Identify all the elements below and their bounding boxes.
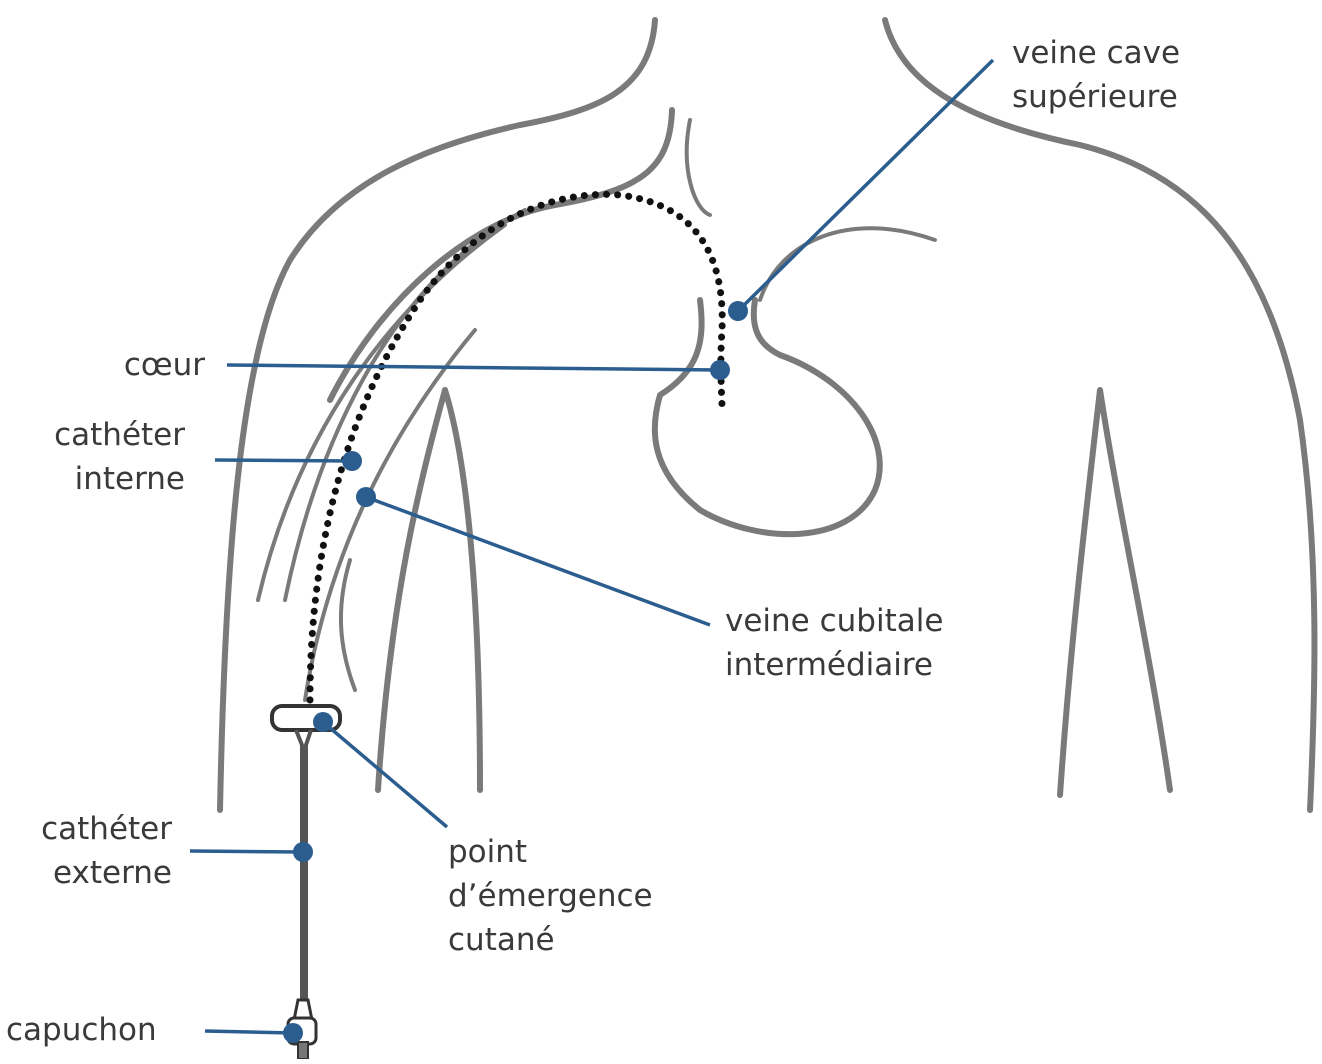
- marker-catheter-interne: [342, 451, 362, 471]
- leader-coeur: [227, 365, 720, 370]
- left-torso-line: [445, 390, 480, 790]
- marker-coeur: [710, 360, 730, 380]
- label-veine-cave: veine cave supérieure: [1012, 31, 1180, 119]
- leader-veine-cave: [738, 60, 993, 311]
- neck-left-outline: [330, 110, 672, 400]
- external-catheter-device: [272, 706, 340, 1059]
- leader-veine-cubitale: [366, 497, 710, 625]
- label-catheter-interne-line-1: cathéter: [10, 413, 185, 457]
- left-arm-inner-outline: [378, 390, 445, 790]
- label-point-emergence: point d’émergence cutané: [448, 830, 653, 962]
- label-veine-cubitale: veine cubitale intermédiaire: [725, 599, 943, 687]
- label-catheter-externe-line-1: cathéter: [0, 807, 172, 851]
- label-catheter-externe-line-2: externe: [0, 851, 172, 895]
- label-catheter-interne: cathéter interne: [10, 413, 185, 501]
- arm-vein-line-4: [341, 560, 355, 690]
- right-torso-line: [1060, 390, 1170, 795]
- label-coeur: cœur: [60, 343, 205, 387]
- label-capuchon-text: capuchon: [6, 1008, 157, 1052]
- leader-capuchon: [205, 1031, 293, 1033]
- label-point-emergence-line-1: point: [448, 830, 653, 874]
- neck-tendon: [687, 120, 710, 215]
- label-coeur-text: cœur: [60, 343, 205, 387]
- marker-capuchon: [283, 1023, 303, 1043]
- label-catheter-externe: cathéter externe: [0, 807, 172, 895]
- marker-point-emergence: [313, 712, 333, 732]
- label-point-emergence-line-2: d’émergence: [448, 874, 653, 918]
- label-veine-cave-line-1: veine cave: [1012, 31, 1180, 75]
- leader-catheter-interne: [215, 460, 352, 461]
- label-veine-cubitale-line-2: intermédiaire: [725, 643, 943, 687]
- label-catheter-interne-line-2: interne: [10, 457, 185, 501]
- marker-catheter-externe: [293, 842, 313, 862]
- marker-veine-cubitale: [356, 487, 376, 507]
- internal-catheter-path: [310, 194, 722, 700]
- label-veine-cave-line-2: supérieure: [1012, 75, 1180, 119]
- marker-veine-cave: [728, 301, 748, 321]
- heart-outline: [655, 300, 880, 534]
- label-capuchon: capuchon: [6, 1008, 157, 1052]
- leader-catheter-externe: [190, 851, 303, 852]
- leader-point-emergence: [323, 722, 447, 827]
- label-point-emergence-line-3: cutané: [448, 918, 653, 962]
- label-veine-cubitale-line-1: veine cubitale: [725, 599, 943, 643]
